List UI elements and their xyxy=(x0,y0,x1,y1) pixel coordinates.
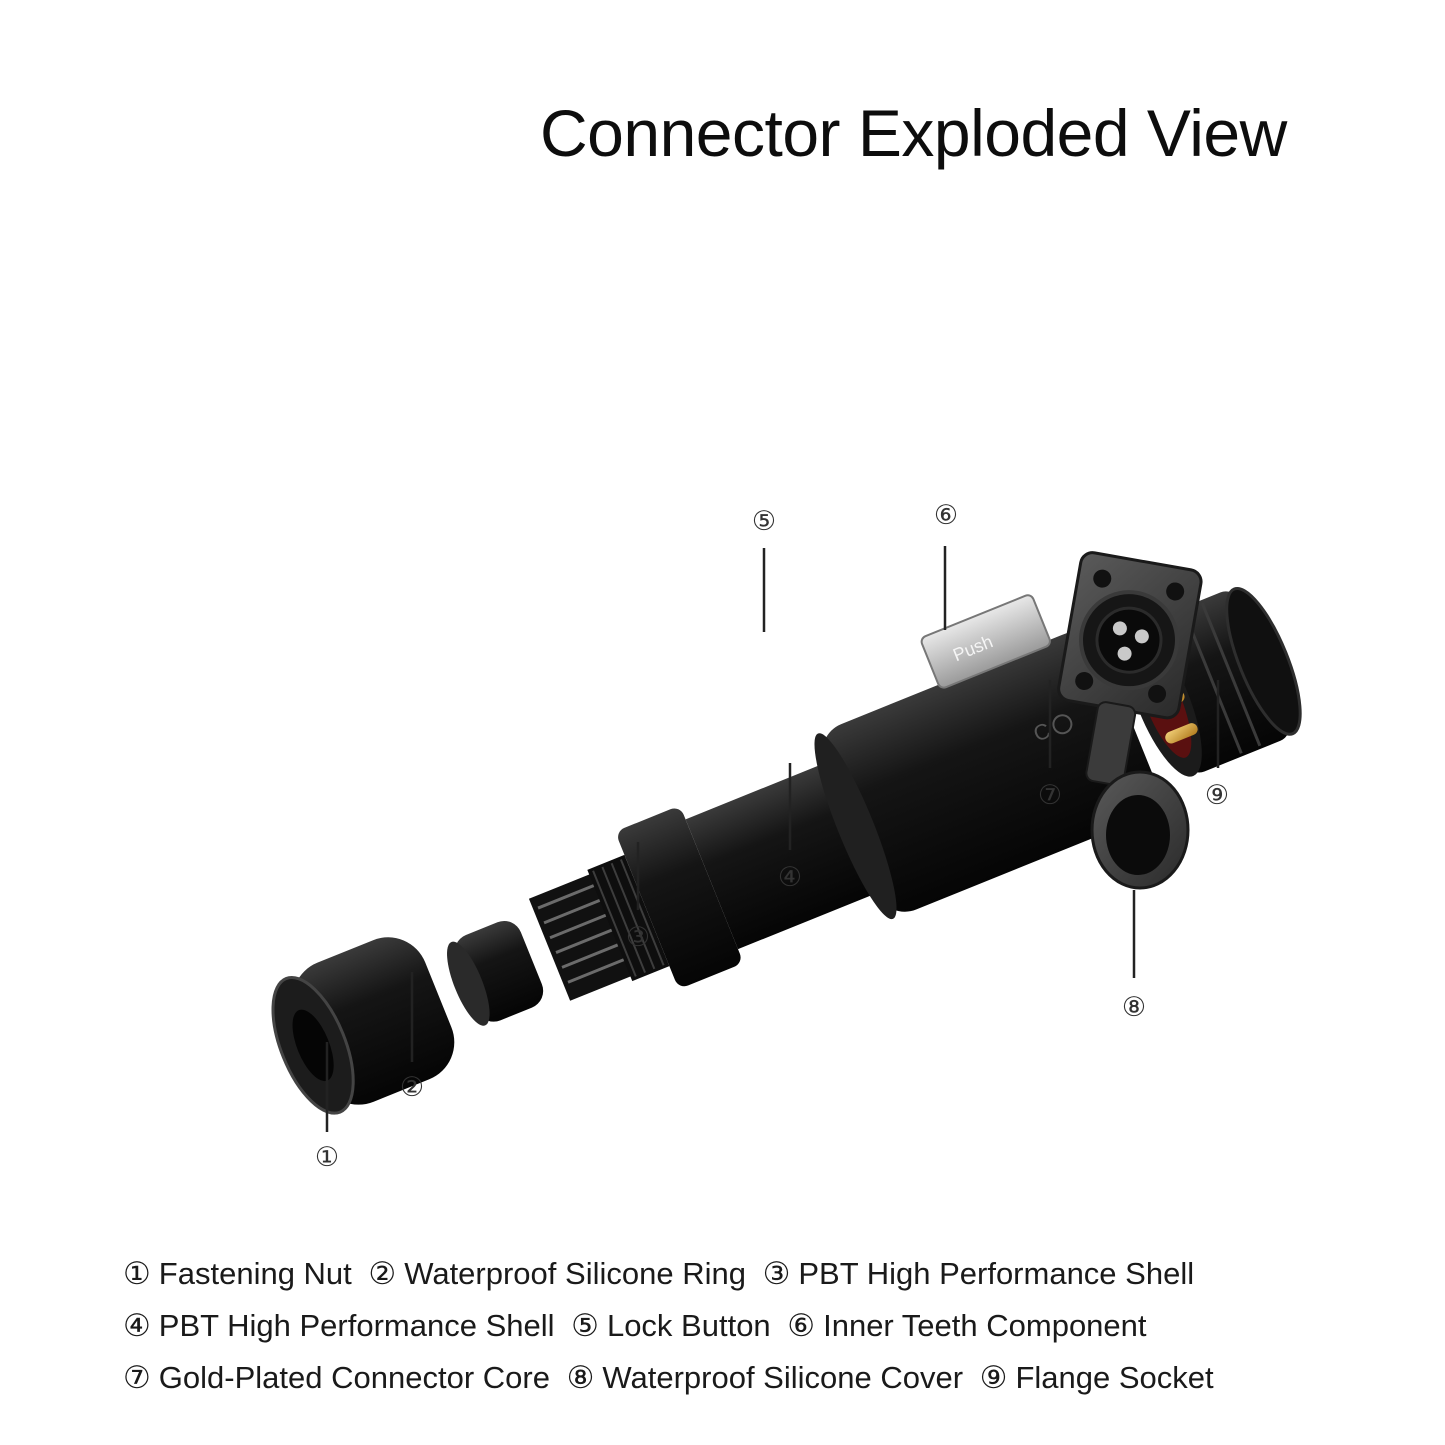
callout-2: ② xyxy=(400,1072,424,1103)
legend-number: ④ xyxy=(123,1308,151,1344)
callout-9: ⑨ xyxy=(1205,780,1229,811)
legend-label: Waterproof Silicone Cover xyxy=(602,1360,964,1395)
legend-label: Lock Button xyxy=(606,1308,771,1343)
leader-lines xyxy=(325,546,1220,1132)
callout-3: ③ xyxy=(626,922,650,953)
legend-number: ① xyxy=(123,1256,151,1292)
legend-number: ⑤ xyxy=(571,1308,599,1344)
collet-fingers xyxy=(528,872,636,1001)
legend-number: ⑨ xyxy=(979,1360,1008,1396)
flange-socket xyxy=(1057,551,1203,787)
fastening-nut xyxy=(271,937,455,1115)
legend-number: ⑧ xyxy=(566,1360,595,1396)
legend-number: ② xyxy=(368,1256,397,1292)
legend-label: Gold-Plated Connector Core xyxy=(158,1360,550,1395)
legend-number: ③ xyxy=(762,1256,791,1292)
legend-label: Flange Socket xyxy=(1015,1360,1214,1395)
page-title: Connector Exploded View xyxy=(540,96,1287,170)
pbt-shell-rear xyxy=(587,763,878,987)
callout-4: ④ xyxy=(778,862,802,893)
legend-label: Inner Teeth Component xyxy=(823,1308,1147,1343)
legend-label: PBT High Performance Shell xyxy=(158,1308,555,1343)
silicone-cover xyxy=(1090,770,1190,890)
legend-label: Waterproof Silicone Ring xyxy=(404,1256,746,1291)
legend-label: PBT High Performance Shell xyxy=(798,1256,1195,1291)
gold-pin xyxy=(1165,723,1198,744)
callout-5: ⑤ xyxy=(752,506,776,537)
silicone-ring xyxy=(447,921,544,1026)
legend-number: ⑦ xyxy=(123,1360,151,1396)
legend-label: Fastening Nut xyxy=(158,1256,352,1291)
callout-7: ⑦ xyxy=(1038,780,1062,811)
lock-button: Push xyxy=(920,594,1051,689)
callout-1: ① xyxy=(315,1142,339,1173)
callout-6: ⑥ xyxy=(934,500,958,531)
callout-8: ⑧ xyxy=(1122,992,1146,1023)
legend-number: ⑥ xyxy=(787,1308,816,1344)
